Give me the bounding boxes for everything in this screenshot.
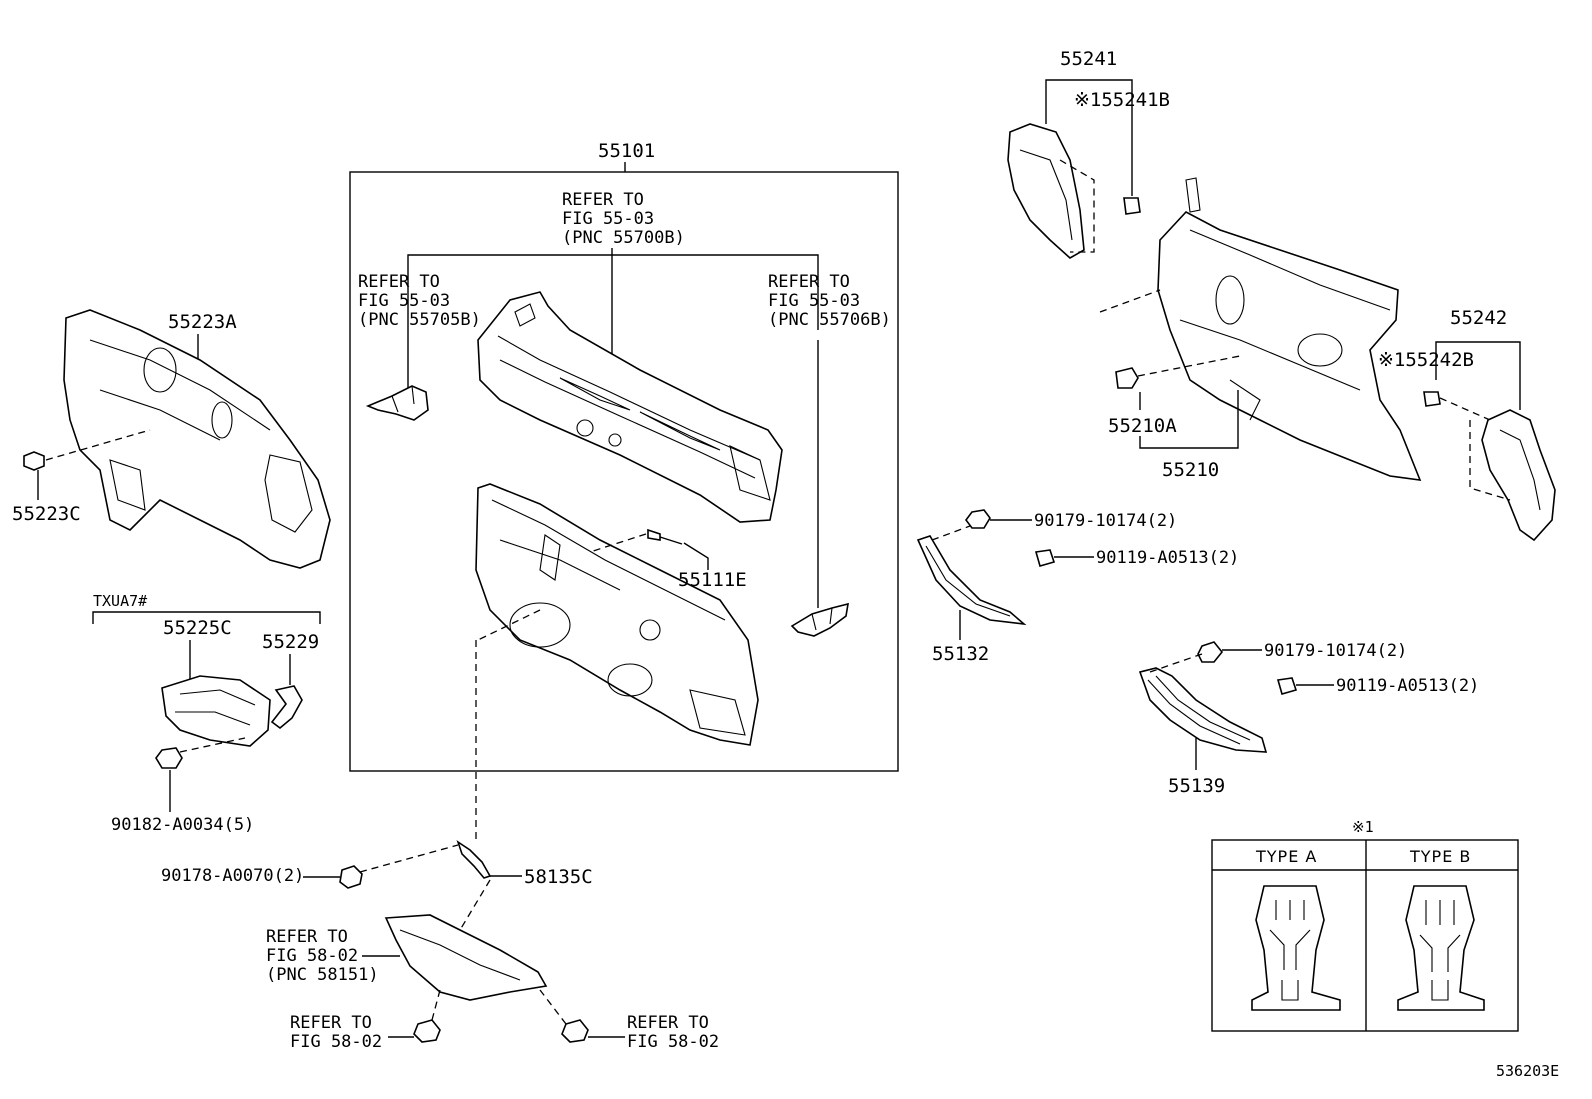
refer-left-line3[interactable]: (PNC 55705B) bbox=[358, 310, 481, 330]
label-90119-b[interactable]: 90119-A0513(2) bbox=[1336, 676, 1479, 696]
label-55241B[interactable]: ※155241B bbox=[1074, 89, 1170, 111]
label-90119-a[interactable]: 90119-A0513(2) bbox=[1096, 548, 1239, 568]
bolt-90119-b[interactable] bbox=[1276, 677, 1298, 695]
refer-top-line1: REFER TO bbox=[562, 190, 644, 210]
bracket-55242[interactable] bbox=[1481, 409, 1556, 542]
label-58135C[interactable]: 58135C bbox=[524, 866, 593, 888]
clip-bottom-right[interactable] bbox=[561, 1019, 589, 1043]
label-90178[interactable]: 90178-A0070(2) bbox=[161, 866, 304, 886]
group-55101: 55101 REFER TO FIG 55-03 (PNC 55700B) RE… bbox=[349, 140, 899, 772]
label-55223A[interactable]: 55223A bbox=[168, 311, 237, 333]
label-55242B[interactable]: ※155242B bbox=[1378, 349, 1474, 371]
bolt-55111E[interactable] bbox=[647, 528, 683, 545]
clamp-58135C[interactable] bbox=[456, 840, 492, 879]
bracket-right-part[interactable] bbox=[790, 602, 849, 637]
refer-left-line2[interactable]: FIG 55-03 bbox=[358, 291, 450, 311]
bracket-55132[interactable] bbox=[916, 535, 1027, 626]
refer-bl-line2[interactable]: FIG 58-02 bbox=[290, 1032, 382, 1052]
label-55241[interactable]: 55241 bbox=[1060, 48, 1117, 70]
nut-90182[interactable] bbox=[155, 747, 183, 769]
clip-55223C[interactable] bbox=[23, 451, 45, 471]
nut-90178[interactable] bbox=[339, 865, 363, 889]
group-txua7: TXUA7# 55225C 55229 90182-A0034(5) bbox=[92, 592, 321, 835]
insulator-55225C[interactable] bbox=[161, 675, 271, 747]
type-table-marker: ※1 bbox=[1352, 818, 1374, 836]
clip-type-b-drawing bbox=[1397, 885, 1485, 1011]
group-55210: 55241 ※155241B 55210A 55210 55242 ※15524… bbox=[1007, 48, 1556, 542]
refer-58151-line3[interactable]: (PNC 58151) bbox=[266, 965, 379, 985]
label-90179-a[interactable]: 90179-10174(2) bbox=[1034, 511, 1177, 531]
dash-insulator-55210[interactable] bbox=[1157, 177, 1422, 481]
label-55225C[interactable]: 55225C bbox=[163, 617, 232, 639]
type-table: ※1 TYPE A TYPE B bbox=[1211, 818, 1519, 1032]
type-table-col1: TYPE A bbox=[1255, 847, 1317, 866]
label-55223C[interactable]: 55223C bbox=[12, 503, 81, 525]
label-55210[interactable]: 55210 bbox=[1162, 459, 1219, 481]
label-90179-b[interactable]: 90179-10174(2) bbox=[1264, 641, 1407, 661]
refer-top-line3[interactable]: (PNC 55700B) bbox=[562, 228, 685, 248]
dash-panel[interactable] bbox=[475, 483, 759, 746]
label-55229[interactable]: 55229 bbox=[262, 631, 319, 653]
group-box-frame bbox=[349, 171, 899, 772]
bracket-55241[interactable] bbox=[1007, 123, 1085, 259]
clip-type-a-drawing bbox=[1251, 885, 1341, 1011]
refer-top-line2[interactable]: FIG 55-03 bbox=[562, 209, 654, 229]
refer-right-line2[interactable]: FIG 55-03 bbox=[768, 291, 860, 311]
clip-90179-b[interactable] bbox=[1197, 641, 1224, 663]
group-55132: 90179-10174(2) 90119-A0513(2) 55132 bbox=[916, 509, 1239, 665]
refer-left-line1: REFER TO bbox=[358, 272, 440, 292]
label-55111E[interactable]: 55111E bbox=[678, 569, 747, 591]
clip-55241B[interactable] bbox=[1123, 197, 1141, 215]
group-58135C: 58135C 90178-A0070(2) REFER TO FIG 58-02… bbox=[161, 640, 719, 1052]
clip-bottom-left[interactable] bbox=[413, 1019, 441, 1043]
refer-58151-line2[interactable]: FIG 58-02 bbox=[266, 946, 358, 966]
refer-bl-line1: REFER TO bbox=[290, 1013, 372, 1033]
refer-br-line1: REFER TO bbox=[627, 1013, 709, 1033]
refer-right-line1: REFER TO bbox=[768, 272, 850, 292]
type-table-col2: TYPE B bbox=[1409, 847, 1471, 866]
bracket-left-part[interactable] bbox=[365, 385, 429, 421]
bracket-55229[interactable] bbox=[270, 685, 303, 730]
group-55139: 90179-10174(2) 90119-A0513(2) 55139 bbox=[1138, 641, 1479, 797]
insulator-58151[interactable] bbox=[384, 914, 548, 1001]
cowl-top-panel[interactable] bbox=[477, 291, 783, 523]
label-55139[interactable]: 55139 bbox=[1168, 775, 1225, 797]
group-55223: 55223A 55223C bbox=[12, 309, 331, 569]
label-txua7[interactable]: TXUA7# bbox=[93, 592, 147, 610]
clip-55210A[interactable] bbox=[1115, 367, 1139, 389]
dash-silencer-55223A[interactable] bbox=[63, 309, 331, 569]
clip-90179-a[interactable] bbox=[965, 509, 991, 529]
bolt-90119-a[interactable] bbox=[1034, 549, 1056, 567]
refer-br-line2[interactable]: FIG 58-02 bbox=[627, 1032, 719, 1052]
label-55210A[interactable]: 55210A bbox=[1108, 415, 1177, 437]
label-55101[interactable]: 55101 bbox=[598, 140, 655, 162]
refer-58151-line1: REFER TO bbox=[266, 927, 348, 947]
bracket-55139[interactable] bbox=[1138, 667, 1268, 753]
label-55242[interactable]: 55242 bbox=[1450, 307, 1507, 329]
label-90182[interactable]: 90182-A0034(5) bbox=[111, 815, 254, 835]
refer-right-line3[interactable]: (PNC 55706B) bbox=[768, 310, 891, 330]
clip-55242B[interactable] bbox=[1423, 391, 1441, 407]
type-table-frame bbox=[1211, 839, 1519, 1032]
diagram-id: 536203E bbox=[1496, 1062, 1559, 1080]
label-55132[interactable]: 55132 bbox=[932, 643, 989, 665]
